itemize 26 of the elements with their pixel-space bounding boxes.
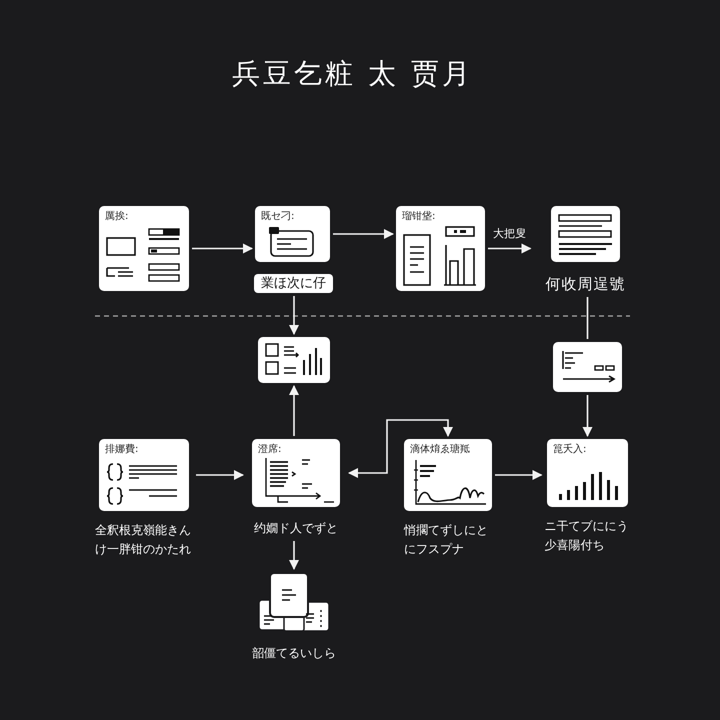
arrow (333, 229, 394, 239)
caption-text: 何收周逞號 (544, 274, 626, 294)
card-heading: 厲挨: (105, 211, 128, 223)
arrow (348, 419, 453, 478)
card-heading: 澄席: (258, 444, 282, 456)
arrow (582, 395, 592, 437)
caption-text: 悄擱てずしにとにフスプナ (404, 522, 489, 558)
arrow (196, 470, 244, 480)
arrow (289, 385, 299, 436)
caption-text: 约嫺ド人でずと (253, 520, 339, 537)
connector-line (586, 297, 588, 339)
card-heading: 既セ刁: (261, 211, 294, 223)
arrow (192, 244, 253, 254)
card-heading: 箟夭入: (553, 444, 586, 456)
arrow (495, 470, 542, 480)
caption-text: ニ干てブににう少喜陽付ち (544, 518, 630, 554)
diagram-title: 兵豆乞粧 太 贾月 (232, 56, 473, 92)
caption-text: 韶僵てるいしら (251, 645, 337, 662)
arrow (289, 541, 299, 570)
caption-text: 全釈根克嶺能きんけ一胖钳のかたれ (95, 522, 192, 558)
card-heading: 滴体焴ゑ瑭羝 (410, 444, 470, 456)
caption-tag: 業ほ次に仔 (254, 274, 333, 293)
arrow (488, 244, 532, 254)
arrow (289, 296, 299, 335)
card-heading: 瑠钳垡: (402, 211, 436, 223)
card-heading: 排娜費: (105, 444, 138, 456)
